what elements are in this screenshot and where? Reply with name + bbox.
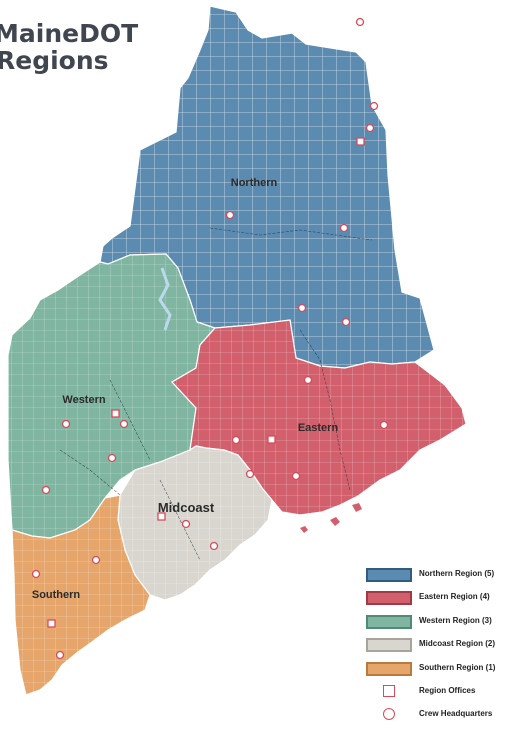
legend-label-eastern: Eastern Region (4) [419,592,490,602]
region-office-southern[interactable] [47,619,56,628]
region-label-midcoast: Midcoast [158,500,215,515]
legend-swatch-western [366,614,412,629]
region-office-markers [47,137,365,628]
crew-hq[interactable] [365,123,375,133]
legend-label-crew-hq: Crew Headquarters [419,709,493,719]
crew-hq[interactable] [31,569,41,579]
legend-label-northern: Northern Region (5) [419,569,495,578]
crew-hq[interactable] [41,485,51,495]
region-label-northern: Northern [231,177,278,189]
legend-label-region-offices: Region Offices [419,685,476,695]
crew-hq[interactable] [181,519,191,529]
crew-hq[interactable] [91,555,101,565]
crew-hq[interactable] [303,375,313,385]
legend-item-southern: Southern Region (1) [366,660,504,683]
region-label-southern: Southern [32,589,81,601]
crew-hq[interactable] [61,419,71,429]
region-northern[interactable] [99,5,435,369]
crew-hq[interactable] [341,317,351,327]
circle-icon [383,708,395,721]
map-title-line2: Regions [0,46,109,75]
county-boundaries [59,227,373,561]
region-office-western[interactable] [111,409,120,418]
map-title: MaineDOT Regions [0,20,138,74]
crew-hq[interactable] [379,420,389,430]
legend-item-northern: Northern Region (5) [366,566,504,589]
region-label-eastern: Eastern [298,422,339,434]
legend-item-midcoast: Midcoast Region (2) [366,636,504,659]
crew-hq[interactable] [339,223,349,233]
legend-swatch-midcoast [366,638,412,653]
region-label-western: Western [62,394,105,406]
crew-hq[interactable] [231,435,241,445]
crew-hq[interactable] [245,469,255,479]
region-office-midcoast[interactable] [157,512,166,521]
crew-hq[interactable] [119,419,129,429]
map-legend: Northern Region (5) Eastern Region (4) W… [366,566,504,730]
region-office-eastern[interactable] [267,435,276,444]
legend-label-western: Western Region (3) [419,615,492,625]
legend-label-midcoast: Midcoast Region (2) [419,639,496,649]
crew-hq[interactable] [297,303,307,313]
region-eastern[interactable] [171,319,467,533]
crew-hq[interactable] [355,17,365,27]
legend-swatch-eastern [366,591,412,606]
crew-hq[interactable] [369,101,379,111]
legend-item-eastern: Eastern Region (4) [366,589,504,612]
legend-swatch-southern [366,661,412,676]
map-title-line1: MaineDOT [0,19,139,48]
legend-item-crew-hq: Crew Headquarters [366,706,504,729]
crew-hq[interactable] [107,453,117,463]
legend-item-region-offices: Region Offices [366,683,504,706]
crew-hq[interactable] [209,541,219,551]
region-southern[interactable] [11,494,151,696]
legend-swatch-northern [366,568,412,582]
crew-headquarter-markers [31,17,389,660]
legend-item-western: Western Region (3) [366,613,504,636]
region-office-northern[interactable] [356,137,365,146]
square-icon [383,684,395,697]
legend-label-southern: Southern Region (1) [419,662,496,672]
region-midcoast[interactable] [117,445,273,601]
crew-hq[interactable] [291,471,301,481]
crew-hq[interactable] [225,210,235,220]
crew-hq[interactable] [55,650,65,660]
